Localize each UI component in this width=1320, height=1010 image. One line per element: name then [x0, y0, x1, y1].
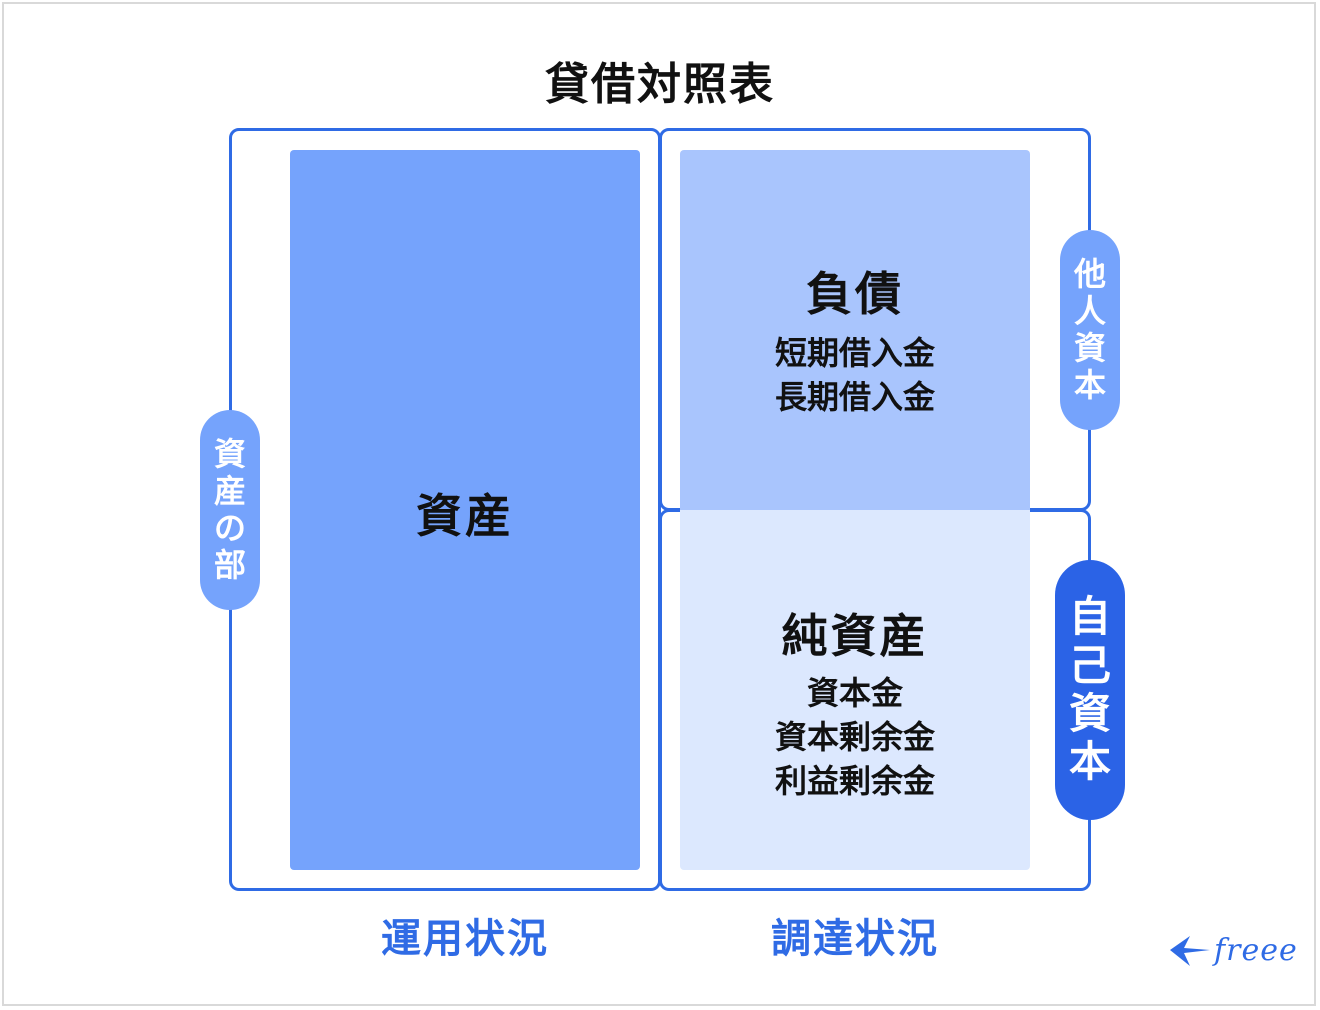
- net-assets-item-1: 資本金: [806, 674, 903, 712]
- assets-label: 資産: [416, 489, 514, 543]
- liabilities-side-tag-char-2: 人: [1073, 292, 1106, 331]
- net-assets-side-tag-char-1: 自: [1068, 592, 1111, 642]
- liabilities-fill: 負債 短期借入金 長期借入金: [680, 150, 1030, 510]
- page-title: 貸借対照表: [545, 59, 775, 110]
- bottom-label-right: 調達状況: [771, 916, 939, 962]
- liabilities-label: 負債: [806, 267, 904, 321]
- liabilities-side-tag-char-4: 本: [1073, 365, 1106, 404]
- assets-fill: 資産: [290, 150, 640, 870]
- liabilities-item-2: 長期借入金: [774, 378, 935, 416]
- freee-logo: freee: [1168, 930, 1298, 970]
- bird-icon: [1170, 936, 1210, 966]
- assets-side-tag-char-2: 産: [213, 472, 246, 511]
- liabilities-side-tag-char-1: 他: [1073, 255, 1106, 294]
- net-assets-side-tag-char-3: 資: [1068, 689, 1111, 738]
- liabilities-side-tag-char-3: 資: [1073, 329, 1106, 367]
- brand-name: freee: [1214, 932, 1298, 968]
- net-assets-side-tag-char-2: 己: [1068, 640, 1111, 690]
- net-assets-side-tag: 自 己 資 本: [1055, 560, 1125, 820]
- net-assets-label: 純資産: [781, 609, 929, 663]
- assets-side-tag-char-1: 資: [213, 435, 246, 474]
- assets-side-tag: 資 産 の 部: [200, 410, 260, 610]
- bottom-label-left: 運用状況: [381, 916, 549, 962]
- net-assets-side-tag-char-4: 本: [1068, 737, 1111, 787]
- liabilities-item-1: 短期借入金: [774, 334, 935, 372]
- net-assets-fill: 純資産 資本金 資本剰余金 利益剰余金: [680, 510, 1030, 870]
- net-assets-item-3: 利益剰余金: [774, 762, 935, 800]
- assets-side-tag-char-4: 部: [213, 545, 246, 584]
- assets-side-tag-char-3: の: [213, 509, 246, 547]
- net-assets-item-2: 資本剰余金: [774, 718, 935, 756]
- liabilities-side-tag: 他 人 資 本: [1060, 230, 1120, 430]
